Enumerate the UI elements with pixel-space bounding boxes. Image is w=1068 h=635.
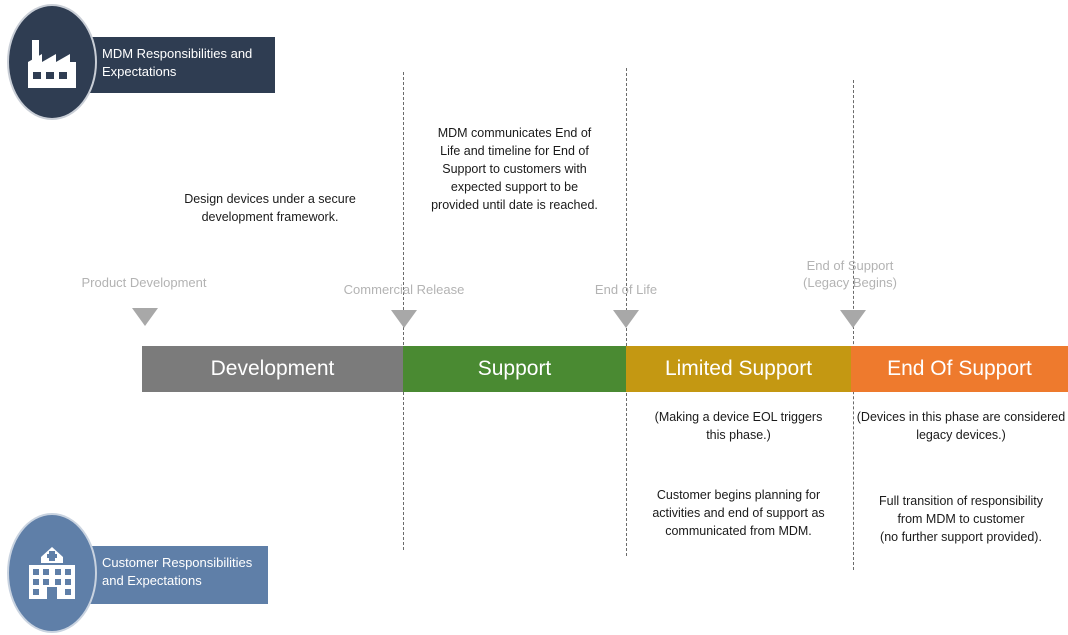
phase-support: Support <box>403 346 626 392</box>
customer-label-line2: and Expectations <box>102 573 202 588</box>
factory-icon <box>28 40 76 88</box>
note-limited-support-trigger: (Making a device EOL triggers this phase… <box>654 410 823 442</box>
customer-label-line1: Customer Responsibilities <box>102 555 253 570</box>
note-end-of-support-transition: Full transition of responsibility from M… <box>879 494 1043 544</box>
phase-limited-support: Limited Support <box>626 346 851 392</box>
mdm-label-line1: MDM Responsibilities and <box>102 46 253 61</box>
note-development: Design devices under a secure developmen… <box>184 192 356 224</box>
mdm-label-line2: Expectations <box>102 64 177 79</box>
phase-development: Development <box>142 346 403 392</box>
milestone-commercial-release: Commercial Release <box>343 282 465 297</box>
milestone-marker-commercial-release <box>391 310 417 328</box>
milestone-marker-end-of-support <box>840 310 866 328</box>
phase-end-of-support: End Of Support <box>851 346 1068 392</box>
note-support: MDM communicates End of Life and timelin… <box>431 126 598 212</box>
milestone-marker-product-development <box>132 308 158 326</box>
milestone-end-of-life: End of Life <box>594 282 658 297</box>
mdm-responsibilities-label: MDM Responsibilities and Expectations <box>84 37 275 93</box>
milestone-end-of-support: End of Support (Legacy Begins) <box>803 258 897 290</box>
milestone-product-development: Product Development <box>81 275 207 290</box>
hospital-icon <box>29 547 75 599</box>
milestone-marker-end-of-life <box>613 310 639 328</box>
customer-badge <box>9 515 95 631</box>
note-limited-support-planning: Customer begins planning for activities … <box>652 488 825 538</box>
mdm-badge <box>9 6 95 118</box>
note-end-of-support-legacy: (Devices in this phase are considered le… <box>856 410 1066 442</box>
customer-responsibilities-label: Customer Responsibilities and Expectatio… <box>84 546 268 604</box>
